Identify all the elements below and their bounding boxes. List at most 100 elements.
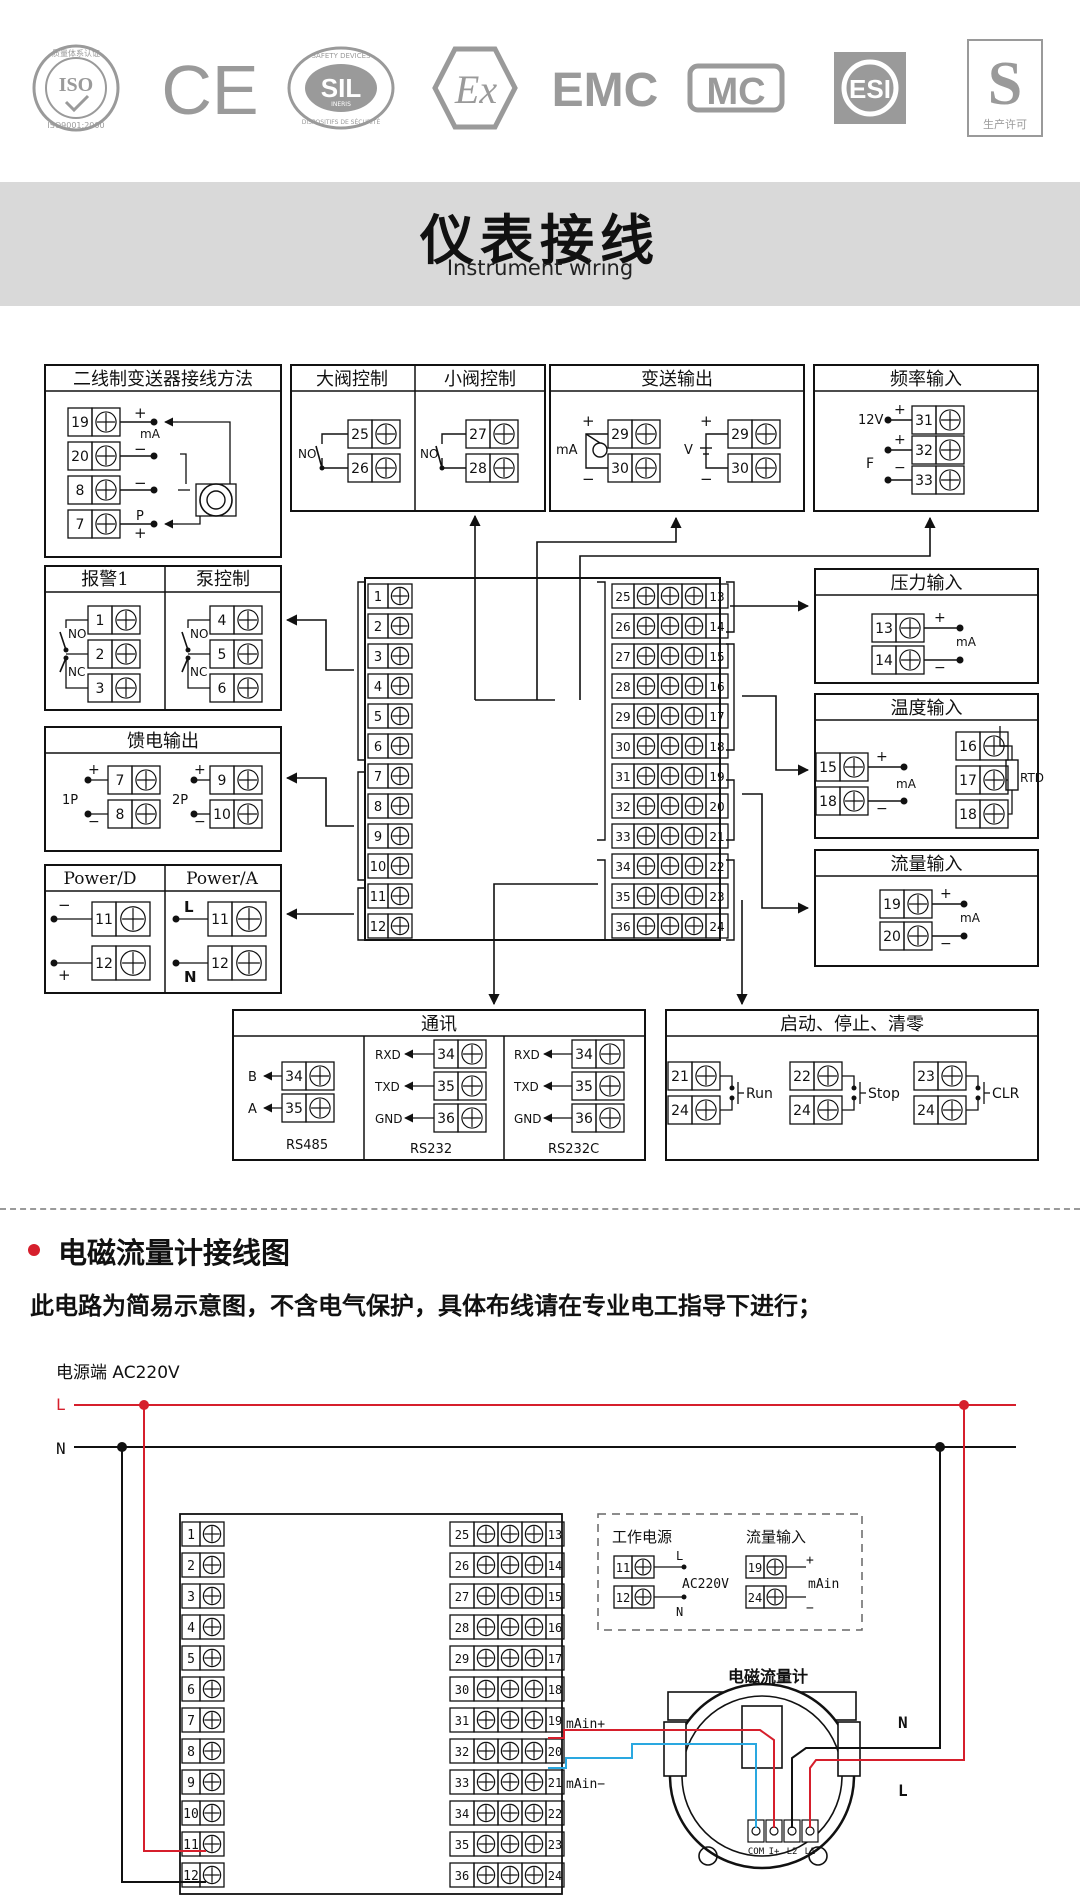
terminal-number: 32 (615, 800, 630, 814)
terminal-screw-icon (457, 1039, 487, 1069)
label-rs232: RS232 (410, 1142, 452, 1157)
emc-logo: EMC (550, 38, 660, 138)
wire (966, 1075, 979, 1086)
label-a: A (248, 1102, 257, 1117)
terminal-number: 36 (575, 1111, 593, 1127)
terminal-number: 10 (213, 807, 231, 823)
screw-frame (457, 1039, 487, 1069)
screw-frame (595, 1071, 625, 1101)
terminal-screw-icon (681, 883, 707, 909)
feed-output-box-title: 馈电输出 (127, 731, 199, 752)
terminal-number: 27 (455, 1590, 469, 1604)
screw-head (983, 803, 1005, 825)
terminal-screw-icon (199, 1707, 225, 1733)
screw-head (636, 706, 656, 726)
terminal-screw-icon (497, 1707, 523, 1733)
screw-head (500, 1834, 520, 1854)
screw-head (843, 756, 865, 778)
meter-terminal-label: L1 (805, 1847, 816, 1857)
terminal-screw-icon (199, 1676, 225, 1702)
terminal-number-cell (545, 1583, 565, 1609)
screw-head (120, 906, 146, 932)
arrow-to-frequency (579, 516, 936, 700)
terminal-number: 23 (917, 1069, 935, 1085)
screw-head (766, 1588, 784, 1606)
terminal-number-cell (705, 763, 729, 789)
terminal-number: 17 (959, 773, 977, 789)
screw-head (390, 826, 410, 846)
terminal-number: 16 (709, 680, 724, 694)
terminal-screw-icon (457, 1103, 487, 1133)
terminal-number: 11 (616, 1561, 630, 1575)
screw-frame (751, 419, 781, 449)
screw-head (390, 886, 410, 906)
terminal-screw-icon (633, 583, 659, 609)
alarm-pump-box-frame (44, 565, 282, 711)
screw-head (202, 1865, 222, 1885)
screw-head (390, 766, 410, 786)
terminal-36: 36 (433, 1103, 487, 1133)
screw-frame (387, 733, 413, 759)
screw-frame (199, 1769, 225, 1795)
screw-head (684, 916, 704, 936)
terminal-number: 15 (548, 1590, 562, 1604)
screw-head (599, 1075, 621, 1097)
terminal-2: 2 (87, 639, 141, 669)
wire (441, 458, 466, 469)
screw-frame (457, 1103, 487, 1133)
pressure-input-box-title: 压力输入 (891, 573, 963, 594)
lead (178, 516, 201, 525)
section-divider (0, 1208, 1080, 1210)
legend-frame (597, 1513, 863, 1631)
terminal-6: 6 (209, 673, 263, 703)
power-d-title: Power/D (63, 869, 136, 889)
terminal-number: 2 (374, 620, 382, 635)
terminal-number-cell (705, 733, 729, 759)
ce-logo: CE (160, 38, 260, 138)
terminal-screw-icon (903, 889, 933, 919)
terminal-screw-icon (895, 613, 925, 643)
terminal-screw-icon (657, 793, 683, 819)
terminal-number: 6 (218, 681, 227, 697)
terminal-number: 24 (671, 1103, 689, 1119)
junction-dot (956, 656, 964, 664)
polarity-plus: + (134, 404, 147, 422)
arrow-to-communication (488, 883, 598, 1006)
terminal-number: 4 (187, 1621, 195, 1636)
screw-frame (199, 1738, 225, 1764)
junction-dot (900, 763, 908, 771)
screw-head (476, 1648, 496, 1668)
terminal-screw-icon (131, 765, 161, 795)
terminal-24: 24 (745, 1585, 787, 1609)
terminal-screw-icon (521, 1862, 547, 1888)
terminal-8: 8 (367, 793, 413, 819)
screw-frame (233, 639, 263, 669)
screw-frame (199, 1676, 225, 1702)
terminal-screw-icon (657, 613, 683, 639)
terminal-number: 31 (915, 413, 933, 429)
terminal-screw-icon (387, 793, 413, 819)
terminal-1: 1 (367, 583, 413, 609)
screw-head (524, 1865, 544, 1885)
terminal-screw-icon (681, 643, 707, 669)
terminal-screw-icon (489, 419, 519, 449)
terminal-34: 34 (571, 1039, 625, 1069)
line-l-label: L (56, 1395, 66, 1414)
terminal-screw-icon (935, 465, 965, 495)
terminal-number: 14 (548, 1559, 562, 1573)
flowmeter-screw-right (808, 1846, 828, 1866)
terminal-screw-icon (633, 733, 659, 759)
terminal-number: 18 (959, 807, 977, 823)
terminal-number: 30 (611, 461, 629, 477)
screw-head (941, 1099, 963, 1121)
terminal-screw-icon (115, 901, 151, 937)
sil-mid: INERIS (331, 101, 351, 108)
label-no: NO (190, 627, 208, 641)
terminal-screw-icon (497, 1521, 523, 1547)
emc-text: EMC (552, 64, 659, 117)
label-no: NO (68, 627, 86, 641)
polarity-minus: − (134, 474, 147, 492)
screw-frame (199, 1645, 225, 1671)
